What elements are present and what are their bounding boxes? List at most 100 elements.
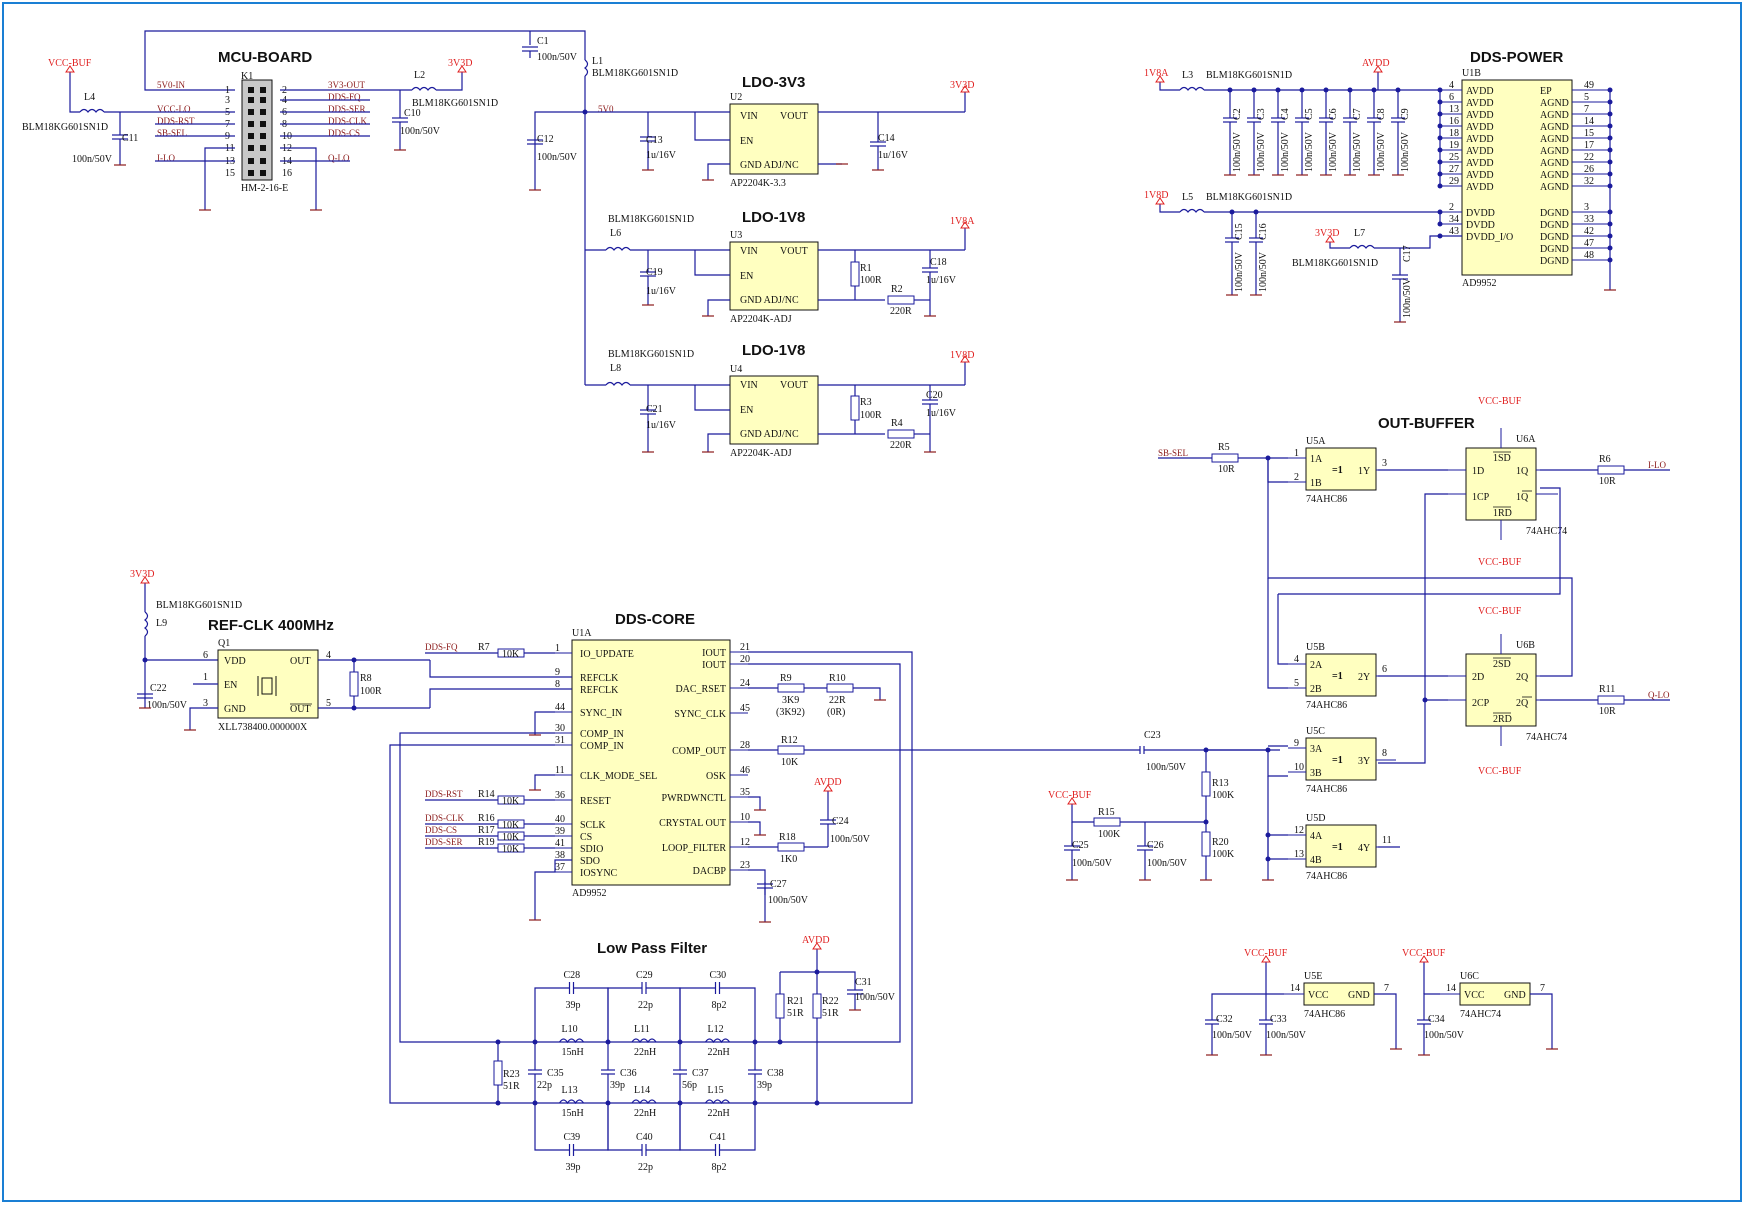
r20-val: 100K bbox=[1212, 849, 1235, 860]
c10-val: 100n/50V bbox=[400, 126, 441, 137]
u1b-pin-number: 26 bbox=[1584, 164, 1594, 175]
u1a-pin-label: RESET bbox=[580, 796, 611, 807]
r13-val: 100K bbox=[1212, 790, 1235, 801]
u1a-pin-number: 39 bbox=[555, 826, 565, 837]
lpf-shunt-val: 39p bbox=[757, 1080, 772, 1091]
pwr-vcc-buf-u6a-top: VCC-BUF bbox=[1478, 396, 1522, 407]
u4-en: EN bbox=[740, 405, 753, 416]
u1b-pin-label: AVDD bbox=[1466, 110, 1494, 121]
u1a-pin-label: OSK bbox=[706, 771, 727, 782]
l2-ref: L2 bbox=[414, 70, 425, 81]
r18-ref: R18 bbox=[779, 832, 796, 843]
k1-pin-number: 16 bbox=[282, 168, 292, 179]
k1-pin bbox=[248, 158, 254, 164]
r17-val: 10K bbox=[502, 832, 520, 843]
c22-ref: C22 bbox=[150, 683, 167, 694]
u3-vout: VOUT bbox=[780, 246, 808, 257]
power-unit-part: 74AHC74 bbox=[1460, 1009, 1501, 1020]
r5-val: 10R bbox=[1218, 464, 1235, 475]
pwr-avdd-lpf: AVDD bbox=[802, 935, 830, 946]
u1a-pin-number: 1 bbox=[555, 643, 560, 654]
u1b-pin-label: AVDD bbox=[1466, 98, 1494, 109]
xor-part: 74AHC86 bbox=[1306, 494, 1347, 505]
k1-header bbox=[241, 79, 273, 181]
svg-text:11: 11 bbox=[1382, 835, 1392, 846]
xor-out: 2Y bbox=[1358, 672, 1370, 683]
svg-text:3: 3 bbox=[203, 698, 208, 709]
k1-pin bbox=[248, 87, 254, 93]
u1b-pin-number: 47 bbox=[1584, 238, 1594, 249]
u1b-pin-number: 42 bbox=[1584, 226, 1594, 237]
c17-val: 100n/50V bbox=[1402, 277, 1413, 318]
cap-val-avdd: 100n/50V bbox=[1352, 131, 1363, 172]
c12-ref: C12 bbox=[537, 134, 554, 145]
cap-ref-avdd: C2 bbox=[1232, 108, 1243, 120]
l3-ref: L3 bbox=[1182, 70, 1193, 81]
u1a-pin-number: 10 bbox=[740, 812, 750, 823]
r22-val: 51R bbox=[822, 1008, 839, 1019]
ff-sd: 1SD bbox=[1493, 453, 1511, 464]
u1b-pin-label: DGND bbox=[1540, 220, 1569, 231]
section-title-ldo-1v8a: LDO-1V8 bbox=[742, 209, 805, 226]
ff-q: 2Q bbox=[1516, 672, 1529, 683]
k1-ref: K1 bbox=[241, 71, 253, 82]
pwr-1v8a: 1V8A bbox=[1144, 68, 1169, 79]
u1b-pin-number: 48 bbox=[1584, 250, 1594, 261]
power-unit-part: 74AHC86 bbox=[1304, 1009, 1345, 1020]
r15-ref: R15 bbox=[1098, 807, 1115, 818]
section-title-ref-clk: REF-CLK 400MHz bbox=[208, 617, 334, 634]
u1b-pin-label: AGND bbox=[1540, 170, 1569, 181]
l7-val: BLM18KG601SN1D bbox=[1292, 258, 1378, 269]
u1a-val: AD9952 bbox=[572, 888, 606, 899]
pwr-3v3d-refclk: 3V3D bbox=[130, 569, 154, 580]
c14-val: 1u/16V bbox=[878, 150, 909, 161]
u1a-pin-number: 21 bbox=[740, 642, 750, 653]
svg-text:7: 7 bbox=[1384, 983, 1389, 994]
u1a-pin-label: IOUT bbox=[702, 648, 726, 659]
cap-ref-avdd: C6 bbox=[1328, 108, 1339, 120]
lpf-ind-val: 22nH bbox=[708, 1108, 730, 1119]
net-dds-cs-mcu: DDS-CS bbox=[328, 128, 360, 138]
u1a-pin-number: 44 bbox=[555, 702, 565, 713]
net-5v0: 5V0 bbox=[598, 104, 614, 114]
power-arrow-symbol bbox=[1067, 797, 1077, 805]
power-unit-vcc: VCC bbox=[1464, 990, 1485, 1001]
lpf-ind-ref: L13 bbox=[562, 1085, 578, 1096]
u1b-pin-number: 7 bbox=[1584, 104, 1589, 115]
k1-pin bbox=[260, 97, 266, 103]
u1b-pin-label: DVDD_I/O bbox=[1466, 232, 1513, 243]
r1-ref: R1 bbox=[860, 263, 872, 274]
lpf-ind-val: 22nH bbox=[634, 1108, 656, 1119]
u1a-pin-label: IO_UPDATE bbox=[580, 649, 634, 660]
l2-val: BLM18KG601SN1D bbox=[412, 98, 498, 109]
lpf-ind-ref: L11 bbox=[634, 1024, 650, 1035]
u1a-pin-label: IOUT bbox=[702, 660, 726, 671]
u1b-pin-number: 32 bbox=[1584, 176, 1594, 187]
u1a-pin-number: 11 bbox=[555, 765, 565, 776]
cap-val-dvdd: 100n/50V bbox=[1258, 251, 1269, 292]
c23-val: 100n/50V bbox=[1146, 762, 1187, 773]
xor-part: 74AHC86 bbox=[1306, 700, 1347, 711]
svg-text:6: 6 bbox=[203, 650, 208, 661]
svg-text:1: 1 bbox=[1294, 448, 1299, 459]
xor-out: 4Y bbox=[1358, 843, 1370, 854]
c12-val: 100n/50V bbox=[537, 152, 578, 163]
u1b-pin-number: 29 bbox=[1449, 176, 1459, 187]
r18-val: 1K0 bbox=[780, 854, 797, 865]
r15-val: 100K bbox=[1098, 829, 1121, 840]
k1-pin bbox=[248, 170, 254, 176]
lpf-cap-ref: C28 bbox=[564, 970, 581, 981]
c23-ref: C23 bbox=[1144, 730, 1161, 741]
c27-val: 100n/50V bbox=[768, 895, 809, 906]
r3-ref: R3 bbox=[860, 397, 872, 408]
u1b-pin-number: 34 bbox=[1449, 214, 1459, 225]
cap-val-avdd: 100n/50V bbox=[1400, 131, 1411, 172]
k1-pin bbox=[260, 87, 266, 93]
lpf-cap-val: 8p2 bbox=[712, 1162, 727, 1173]
xor-in-a: 1A bbox=[1310, 454, 1323, 465]
q1-outn: OUT bbox=[290, 704, 311, 715]
section-title-mcu-board: MCU-BOARD bbox=[218, 49, 312, 66]
l9-val: BLM18KG601SN1D bbox=[156, 600, 242, 611]
cap-val-avdd: 100n/50V bbox=[1304, 131, 1315, 172]
svg-text:12: 12 bbox=[1294, 825, 1304, 836]
